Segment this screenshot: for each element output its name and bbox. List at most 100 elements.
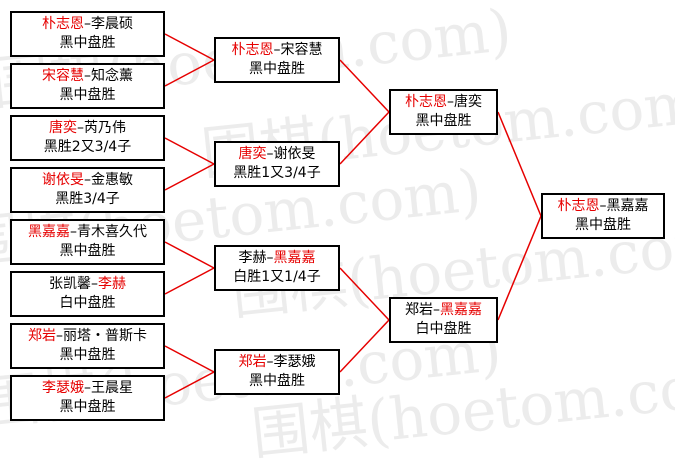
match-box-semifinal: 朴志恩–唐奕 黑中盘胜 bbox=[389, 89, 498, 135]
separator: – bbox=[84, 380, 91, 396]
match-players: 朴志恩–唐奕 bbox=[405, 93, 482, 112]
connector-line bbox=[497, 215, 542, 321]
match-players: 谢依旻–金惠敏 bbox=[42, 171, 133, 190]
loser-name: 芮乃伟 bbox=[84, 120, 126, 136]
separator: – bbox=[84, 68, 91, 84]
match-result: 黑胜3/4子 bbox=[55, 191, 120, 207]
winner-name: 宋容慧 bbox=[42, 68, 84, 84]
match-result: 黑中盘胜 bbox=[59, 35, 116, 51]
winner-name: 李瑟娥 bbox=[42, 380, 84, 396]
loser-name: 李瑟娥 bbox=[273, 354, 316, 370]
separator: – bbox=[77, 120, 84, 136]
match-players: 唐奕–谢依旻 bbox=[239, 145, 316, 164]
loser-name: 李赫 bbox=[238, 250, 267, 266]
match-result: 白中盘胜 bbox=[415, 321, 472, 337]
loser-name: 张凯馨 bbox=[49, 276, 91, 292]
match-box-final: 朴志恩–黑嘉嘉 黑中盘胜 bbox=[541, 193, 665, 239]
loser-name: 黑嘉嘉 bbox=[606, 198, 649, 214]
match-result: 黑中盘胜 bbox=[249, 373, 305, 389]
match-result: 白胜1又1/4子 bbox=[233, 269, 321, 285]
connector-line bbox=[164, 137, 215, 165]
winner-name: 黑嘉嘉 bbox=[273, 250, 316, 266]
match-box-semifinal: 郑岩–黑嘉嘉 白中盘胜 bbox=[389, 297, 498, 343]
match-result: 白中盘胜 bbox=[59, 295, 116, 311]
winner-name: 朴志恩 bbox=[557, 198, 600, 214]
match-players: 张凯馨–李赫 bbox=[49, 275, 126, 294]
match-players: 李赫–黑嘉嘉 bbox=[239, 249, 316, 268]
connector-line bbox=[164, 33, 215, 61]
match-box-r1: 唐奕–芮乃伟 黑胜2又3/4子 bbox=[10, 115, 165, 161]
winner-name: 唐奕 bbox=[238, 146, 267, 162]
separator: – bbox=[91, 276, 98, 292]
match-players: 郑岩–李瑟娥 bbox=[239, 353, 316, 372]
match-players: 李瑟娥–王晨星 bbox=[42, 379, 133, 398]
loser-name: 金惠敏 bbox=[91, 172, 133, 188]
match-box-r1: 谢依旻–金惠敏 黑胜3/4子 bbox=[10, 167, 165, 213]
match-box-r1: 张凯馨–李赫 白中盘胜 bbox=[10, 271, 165, 317]
separator: – bbox=[599, 198, 607, 214]
winner-name: 郑岩 bbox=[28, 328, 56, 344]
match-result: 黑中盘胜 bbox=[249, 61, 305, 77]
match-box-r1: 黑嘉嘉–青木喜久代 黑中盘胜 bbox=[10, 219, 165, 265]
match-result: 黑中盘胜 bbox=[59, 87, 116, 103]
winner-name: 朴志恩 bbox=[42, 16, 84, 32]
connector-line bbox=[164, 371, 215, 399]
match-box-r2: 郑岩–李瑟娥 黑中盘胜 bbox=[214, 349, 340, 395]
loser-name: 丽塔・普斯卡 bbox=[63, 328, 147, 344]
winner-name: 谢依旻 bbox=[42, 172, 84, 188]
winner-name: 黑嘉嘉 bbox=[440, 302, 482, 318]
separator: – bbox=[56, 328, 63, 344]
match-players: 郑岩–丽塔・普斯卡 bbox=[28, 327, 147, 346]
loser-name: 唐奕 bbox=[454, 94, 482, 110]
match-box-r1: 宋容慧–知念薰 黑中盘胜 bbox=[10, 63, 165, 109]
connector-line bbox=[497, 111, 542, 217]
match-players: 黑嘉嘉–青木喜久代 bbox=[28, 223, 147, 242]
match-result: 黑胜1又3/4子 bbox=[233, 165, 321, 181]
loser-name: 知念薰 bbox=[91, 68, 133, 84]
match-players: 朴志恩–宋容慧 bbox=[232, 41, 323, 60]
match-box-r1: 朴志恩–李晨硕 黑中盘胜 bbox=[10, 11, 165, 57]
separator: – bbox=[433, 302, 440, 318]
winner-name: 郑岩 bbox=[238, 354, 267, 370]
loser-name: 郑岩 bbox=[405, 302, 433, 318]
match-box-r1: 郑岩–丽塔・普斯卡 黑中盘胜 bbox=[10, 323, 165, 369]
match-players: 朴志恩–黑嘉嘉 bbox=[558, 197, 649, 216]
separator: – bbox=[266, 250, 274, 266]
connector-line bbox=[339, 59, 390, 113]
winner-name: 朴志恩 bbox=[405, 94, 447, 110]
match-result: 黑中盘胜 bbox=[415, 113, 472, 129]
connector-line bbox=[164, 163, 215, 191]
bracket-connectors bbox=[164, 33, 542, 399]
match-players: 唐奕–芮乃伟 bbox=[49, 119, 126, 138]
separator: – bbox=[84, 16, 91, 32]
match-box-r1: 李瑟娥–王晨星 黑中盘胜 bbox=[10, 375, 165, 421]
loser-name: 王晨星 bbox=[91, 380, 133, 396]
match-box-r2: 李赫–黑嘉嘉 白胜1又1/4子 bbox=[214, 245, 340, 291]
connector-line bbox=[164, 241, 215, 269]
loser-name: 李晨硕 bbox=[91, 16, 133, 32]
separator: – bbox=[273, 42, 281, 58]
match-players: 朴志恩–李晨硕 bbox=[42, 15, 133, 34]
winner-name: 黑嘉嘉 bbox=[28, 224, 70, 240]
separator: – bbox=[447, 94, 454, 110]
separator: – bbox=[84, 172, 91, 188]
match-result: 黑中盘胜 bbox=[59, 399, 116, 415]
separator: – bbox=[266, 354, 274, 370]
winner-name: 朴志恩 bbox=[231, 42, 274, 58]
match-players: 宋容慧–知念薰 bbox=[42, 67, 133, 86]
connector-line bbox=[339, 267, 390, 321]
loser-name: 宋容慧 bbox=[280, 42, 323, 58]
winner-name: 李赫 bbox=[98, 276, 126, 292]
match-result: 黑中盘胜 bbox=[59, 243, 116, 259]
separator: – bbox=[266, 146, 274, 162]
winner-name: 唐奕 bbox=[49, 120, 77, 136]
match-box-r2: 唐奕–谢依旻 黑胜1又3/4子 bbox=[214, 141, 340, 187]
match-box-r2: 朴志恩–宋容慧 黑中盘胜 bbox=[214, 37, 340, 83]
separator: – bbox=[70, 224, 77, 240]
connector-line bbox=[164, 267, 215, 295]
connector-line bbox=[339, 319, 390, 373]
loser-name: 谢依旻 bbox=[273, 146, 316, 162]
match-result: 黑中盘胜 bbox=[59, 347, 116, 363]
match-result: 黑胜2又3/4子 bbox=[43, 139, 132, 155]
connector-line bbox=[164, 59, 215, 87]
